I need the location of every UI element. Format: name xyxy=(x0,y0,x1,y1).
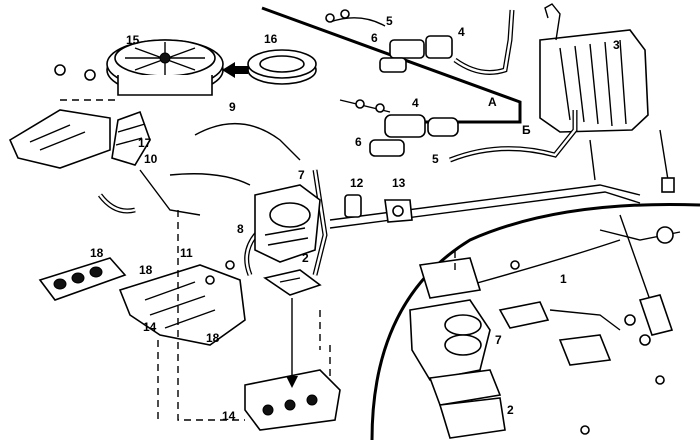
label-16: 16 xyxy=(264,32,278,46)
label-6-inset-a: 6 xyxy=(371,31,378,45)
fuel-lines xyxy=(329,110,675,229)
label-18-lower: 18 xyxy=(206,331,220,345)
label-5-inset-b: 5 xyxy=(432,152,439,166)
label-3: 3 xyxy=(613,38,620,52)
label-6-inset-b: 6 xyxy=(355,135,362,149)
carburetor-base-plate xyxy=(244,369,341,431)
vacuum-pipes xyxy=(98,123,328,276)
intake-manifold xyxy=(118,264,246,346)
label-14-manifold: 14 xyxy=(143,320,157,334)
carburetor-detail-arc xyxy=(370,202,700,441)
filter-element xyxy=(247,49,317,85)
downward-arrow xyxy=(286,298,298,388)
fasteners xyxy=(54,9,665,435)
label-17: 17 xyxy=(138,136,152,150)
fuel-pump-assembly-b xyxy=(339,99,459,157)
label-4-inset-b: 4 xyxy=(412,96,419,110)
manifold-gasket xyxy=(38,257,127,301)
label-18-mid: 18 xyxy=(139,263,153,277)
intake-snorkel xyxy=(111,110,151,166)
label-8: 8 xyxy=(237,222,244,236)
inset-label-a: А xyxy=(488,95,497,109)
label-9: 9 xyxy=(229,100,236,114)
label-12: 12 xyxy=(350,176,364,190)
label-18-gasket: 18 xyxy=(90,246,104,260)
label-7-exploded: 7 xyxy=(495,333,502,347)
label-5-inset-a: 5 xyxy=(386,14,393,28)
part-labels: 1 2 2 3 4 4 5 5 6 6 7 7 8 9 10 11 12 13 … xyxy=(90,14,620,423)
assembly-dashed-lines xyxy=(60,99,331,421)
label-2-carb: 2 xyxy=(302,251,309,265)
assembly-arrow xyxy=(222,62,248,78)
label-15: 15 xyxy=(126,33,140,47)
air-filter-housing xyxy=(106,39,224,96)
label-13: 13 xyxy=(392,176,406,190)
fuel-pump-inset-a xyxy=(329,9,515,75)
label-11: 11 xyxy=(180,246,193,260)
carburetor-exploded xyxy=(409,250,621,439)
label-14-base: 14 xyxy=(222,409,236,423)
inset-label-b: Б xyxy=(522,123,531,137)
solenoid-valve xyxy=(344,194,413,223)
label-7-carb: 7 xyxy=(298,168,305,182)
label-1: 1 xyxy=(560,272,567,286)
label-2-exploded: 2 xyxy=(507,403,514,417)
carburetor-gasket xyxy=(263,269,322,296)
label-4-inset-a: 4 xyxy=(458,25,465,39)
accelerator-pedal xyxy=(469,214,681,336)
fuel-tank xyxy=(539,3,649,133)
carburetor xyxy=(254,184,321,263)
engine-cover-bracket xyxy=(8,109,111,169)
label-10: 10 xyxy=(144,152,158,166)
